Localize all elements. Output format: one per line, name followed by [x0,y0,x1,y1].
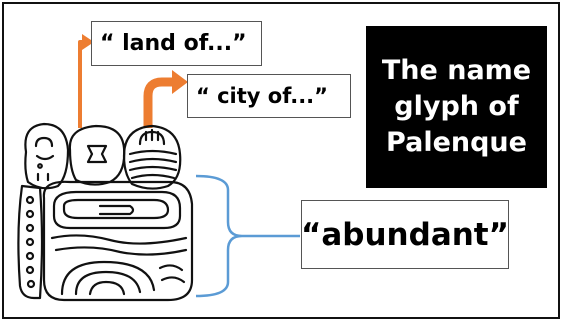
title-box: The name glyph of Palenque [366,26,547,188]
city-of-arrow [143,70,188,128]
palenque-glyph-drawing [17,122,194,302]
glyph-top-left-element [24,122,70,190]
glyph-top-right-element [122,124,182,190]
land-of-arrow [78,34,94,128]
title-text: The name glyph of Palenque [381,55,532,158]
glyph-main-sign [42,180,194,302]
glyph-left-affix [17,184,44,300]
city-of-label: “ city of...” [187,74,351,118]
abundant-bracket [195,174,300,298]
land-of-label: “ land of...” [91,21,262,66]
abundant-label: “abundant” [301,200,509,269]
glyph-top-middle-element [68,124,126,186]
